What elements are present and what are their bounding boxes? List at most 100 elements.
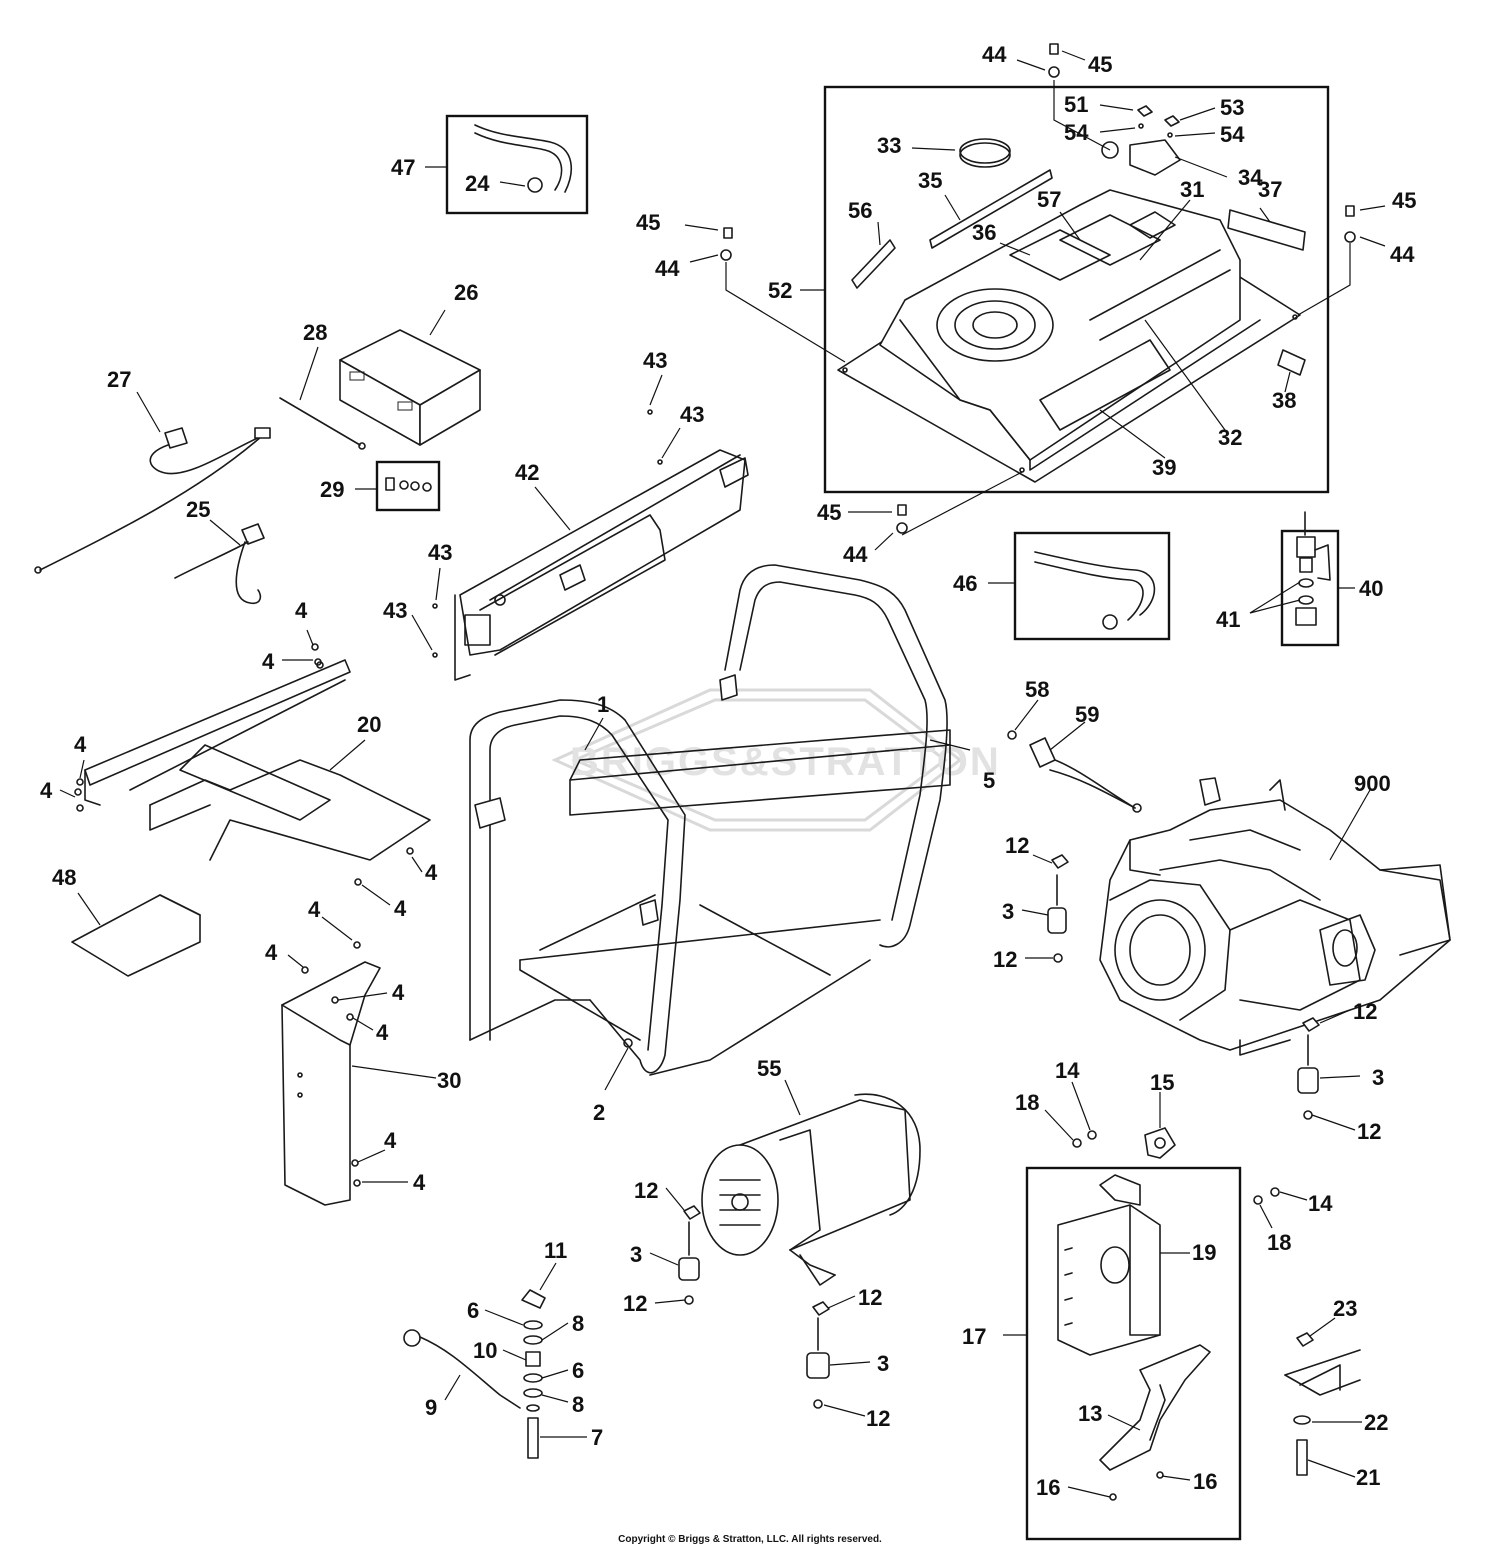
gasket-15 (1144, 1127, 1176, 1159)
callout-12: 12 (1353, 999, 1377, 1024)
callout-5: 5 (983, 768, 995, 793)
fuel-valve-40 (1295, 511, 1331, 626)
control-panel-42 (432, 409, 749, 681)
callout-6: 6 (572, 1358, 584, 1383)
callout-45: 45 (817, 500, 841, 525)
muffler-kit-box-17 (1025, 1166, 1242, 1541)
callout-8: 8 (572, 1311, 584, 1336)
callout-34: 34 (1238, 165, 1263, 190)
callout-43: 43 (680, 402, 704, 427)
callout-43: 43 (383, 598, 407, 623)
callout-18: 18 (1015, 1090, 1039, 1115)
callout-3: 3 (1002, 899, 1014, 924)
callout-37: 37 (1258, 177, 1282, 202)
callout-54: 54 (1220, 122, 1245, 147)
callout-25: 25 (186, 497, 210, 522)
callout-16: 16 (1036, 1475, 1060, 1500)
callout-17: 17 (962, 1324, 986, 1349)
callout-55: 55 (757, 1056, 781, 1081)
callout-51: 51 (1064, 92, 1088, 117)
callout-26: 26 (454, 280, 478, 305)
decal-53 (1164, 115, 1180, 127)
callout-54: 54 (1064, 120, 1089, 145)
callout-8: 8 (572, 1392, 584, 1417)
callout-4: 4 (74, 732, 87, 757)
callout-58: 58 (1025, 677, 1049, 702)
callout-900: 900 (1354, 771, 1391, 796)
battery-cable-27 (34, 427, 271, 574)
leader-lines (59, 50, 1386, 1498)
decal-35 (929, 169, 1053, 249)
callout-44: 44 (655, 256, 680, 281)
heat-shield-bracket-21-23 (1284, 1332, 1361, 1476)
muffler-bracket-13 (1099, 1344, 1211, 1471)
callout-4: 4 (392, 980, 405, 1005)
fuel-gauge-34 (1129, 139, 1181, 176)
hose-46 (1034, 551, 1156, 616)
callout-7: 7 (591, 1425, 603, 1450)
callout-4: 4 (295, 598, 308, 623)
callout-13: 13 (1078, 1401, 1102, 1426)
battery-cable-25 (174, 523, 265, 605)
callout-41: 41 (1216, 607, 1240, 632)
callout-47: 47 (391, 155, 415, 180)
callout-4: 4 (262, 649, 275, 674)
callout-10: 10 (473, 1338, 497, 1363)
callout-12: 12 (1005, 833, 1029, 858)
callout-36: 36 (972, 220, 996, 245)
ground-hardware (403, 1289, 546, 1459)
callout-4: 4 (425, 860, 438, 885)
callout-48: 48 (52, 865, 76, 890)
callout-52: 52 (768, 278, 792, 303)
decal-51 (1137, 105, 1153, 117)
callout-4: 4 (384, 1128, 397, 1153)
clamp-24 (527, 177, 543, 193)
callout-43: 43 (643, 348, 667, 373)
callout-12: 12 (858, 1285, 882, 1310)
callout-32: 32 (1218, 425, 1242, 450)
hardware-kit-box-29 (375, 460, 441, 512)
vibration-mounts-3-12 (678, 854, 1320, 1409)
callout-19: 19 (1192, 1240, 1216, 1265)
decal-37 (1227, 209, 1306, 251)
callout-28: 28 (303, 320, 327, 345)
fuel-tank (837, 189, 1301, 483)
callout-56: 56 (848, 198, 872, 223)
callout-53: 53 (1220, 95, 1244, 120)
callout-24: 24 (465, 171, 490, 196)
callout-33: 33 (877, 133, 901, 158)
callout-4: 4 (376, 1020, 389, 1045)
callout-44: 44 (1390, 242, 1415, 267)
callout-44: 44 (843, 542, 868, 567)
tube-frame-1 (469, 564, 951, 1076)
callout-3: 3 (1372, 1065, 1384, 1090)
decal-38 (1277, 349, 1306, 376)
callout-44: 44 (982, 42, 1007, 67)
callout-40: 40 (1359, 576, 1383, 601)
callout-4: 4 (265, 940, 278, 965)
callout-43: 43 (428, 540, 452, 565)
callout-45: 45 (1392, 188, 1416, 213)
callout-12: 12 (1357, 1119, 1381, 1144)
callout-15: 15 (1150, 1070, 1174, 1095)
hose-47 (474, 132, 563, 191)
engine-900 (1099, 777, 1451, 1056)
callout-42: 42 (515, 460, 539, 485)
callout-3: 3 (630, 1242, 642, 1267)
callout-6: 6 (467, 1298, 479, 1323)
callout-46: 46 (953, 571, 977, 596)
tank-bolts-44-45 (720, 43, 1356, 534)
callout-14: 14 (1055, 1058, 1080, 1083)
callout-45: 45 (1088, 52, 1112, 77)
callout-12: 12 (866, 1406, 890, 1431)
callout-12: 12 (993, 947, 1017, 972)
callout-29: 29 (320, 477, 344, 502)
callout-4: 4 (413, 1170, 426, 1195)
callout-1: 1 (597, 692, 609, 717)
callout-labels: 44 45 51 53 54 54 33 34 35 37 56 57 31 3… (40, 42, 1416, 1500)
callout-35: 35 (918, 168, 942, 193)
harness-58-59 (1007, 730, 1142, 813)
callout-30: 30 (437, 1068, 461, 1093)
callout-23: 23 (1333, 1296, 1357, 1321)
